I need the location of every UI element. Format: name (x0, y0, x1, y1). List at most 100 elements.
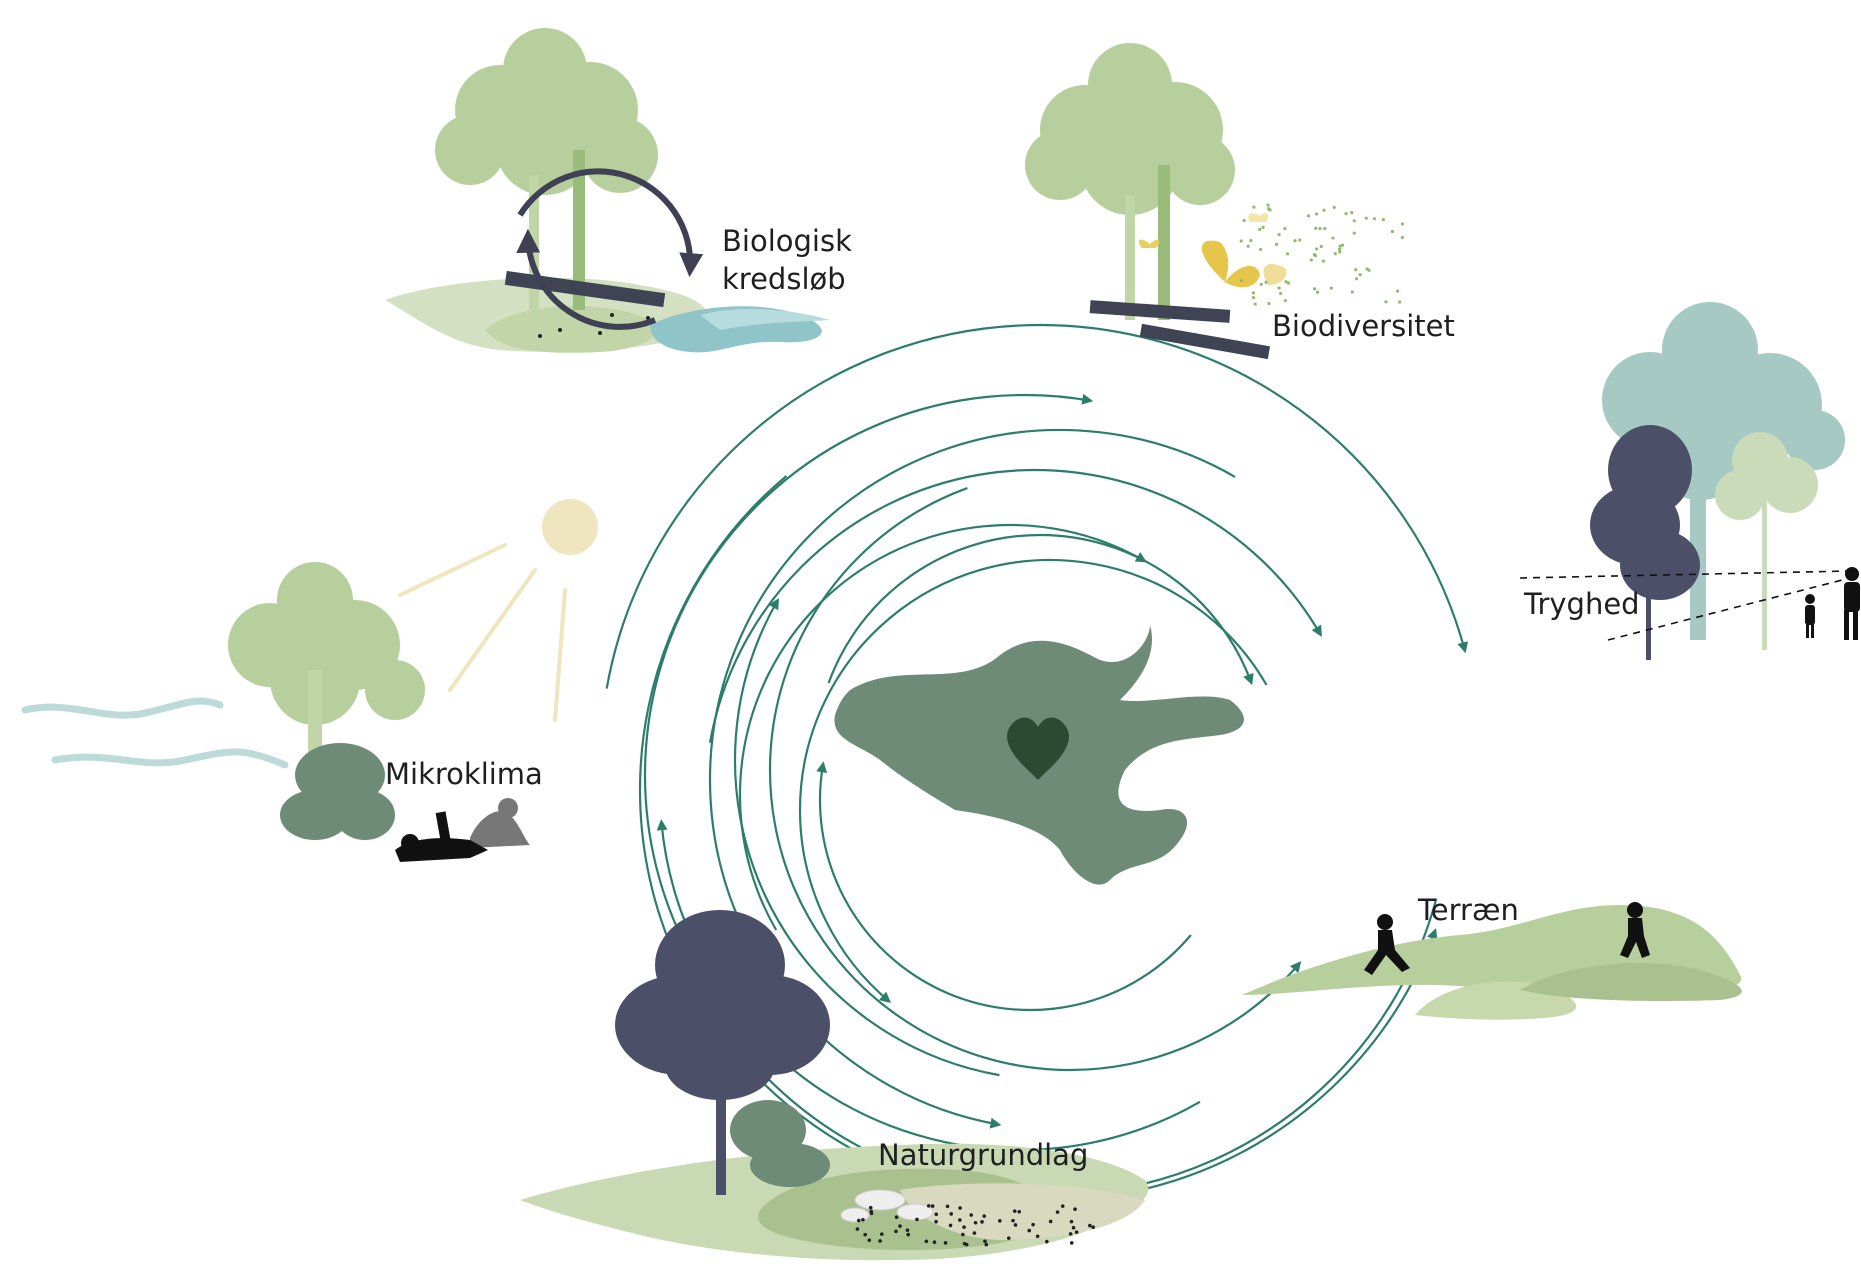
pollen-dot (1246, 244, 1250, 248)
person-icon (1805, 567, 1860, 640)
pollen-dot (1242, 218, 1246, 223)
tree-icon (435, 28, 658, 195)
pollen-dot (1278, 291, 1283, 296)
label-mikroklima: Mikroklima (385, 757, 543, 791)
pollen-dot (1258, 227, 1262, 231)
label-tryghed: Tryghed (1523, 587, 1640, 621)
pollen-dot (1395, 289, 1400, 293)
soil-dot (958, 1218, 962, 1222)
soil-dot (964, 1242, 969, 1247)
cycle-arrow (605, 323, 1469, 689)
pollen-dot (1319, 244, 1323, 249)
pollen-dot (1267, 207, 1271, 211)
pollen-dot (1323, 226, 1327, 231)
soil-dot (894, 1229, 898, 1234)
soil-dot (934, 1212, 939, 1217)
pollen-dot (1306, 214, 1311, 218)
soil-dot (906, 1232, 911, 1237)
trunk (1690, 440, 1706, 640)
soil-dot (973, 1220, 978, 1225)
pollen-dot (1350, 290, 1354, 294)
trunk (1125, 195, 1135, 320)
circular-arrows (605, 323, 1469, 1202)
soil-dot (867, 1238, 872, 1243)
pollen-dot (1321, 259, 1325, 263)
pollen-dot (1285, 252, 1290, 256)
soil-dot (943, 1241, 948, 1245)
cycle-arrow (733, 598, 1000, 1077)
soil-dot (855, 1227, 860, 1231)
pollen-dot (1277, 233, 1281, 237)
terraen-scene: Terræn (1242, 893, 1742, 1020)
cycle-arrow (643, 393, 1094, 966)
mikroklima-scene: Mikroklima (21, 499, 598, 862)
pollen-dot (1252, 205, 1256, 209)
pollen-dot (1350, 211, 1354, 215)
cycle-arrow (827, 533, 1254, 686)
pollen-dot (1314, 226, 1318, 230)
soil-dot (1073, 1207, 1077, 1211)
hill (1520, 962, 1742, 1001)
soil-dot (969, 1213, 973, 1217)
pollen-dot (1400, 222, 1405, 226)
pollen-dot (1333, 252, 1337, 256)
soil-dot (894, 1215, 899, 1219)
pollen-dot (1364, 216, 1368, 220)
soil-dot (1045, 1239, 1049, 1244)
soil-dot (983, 1239, 987, 1244)
pollen-dot (1264, 280, 1268, 284)
center-area (834, 625, 1244, 885)
pollen-dot (1365, 267, 1369, 271)
label-biologisk: Biologisk (722, 224, 852, 258)
soil-dot (926, 1204, 931, 1208)
pollen-dot (1337, 247, 1342, 251)
sightline (1607, 577, 1851, 641)
pollen-dot (1258, 247, 1263, 252)
soil-dot (880, 1232, 884, 1236)
label-kredslob: kredsløb (722, 262, 846, 296)
tree-icon (1590, 425, 1700, 600)
pollen-dot (1312, 252, 1317, 257)
pollen-dot (1344, 212, 1348, 216)
biodiversitet-scene: Biodiversitet (1025, 43, 1455, 360)
pollen-dot (1331, 236, 1335, 240)
soil-dot (905, 1228, 910, 1232)
soil-dot (1011, 1218, 1015, 1223)
pollen-dot (1313, 287, 1317, 291)
log (504, 270, 666, 308)
soil-dot (962, 1225, 966, 1229)
cycle-arrow (798, 558, 1268, 1003)
pollen-dot (1259, 282, 1263, 286)
pollen-dot (1315, 247, 1319, 251)
soil-dot (961, 1232, 965, 1237)
soil-dot (1069, 1241, 1074, 1245)
soil-dot (856, 1218, 861, 1223)
tree-icon (1025, 43, 1235, 215)
pollen-dot (1251, 291, 1255, 295)
label-naturgrundlag: Naturgrundlag (878, 1138, 1088, 1172)
soil-dot (1060, 1204, 1065, 1208)
label-terraen: Terræn (1417, 893, 1519, 927)
pollen-dot (1384, 300, 1388, 304)
soil-dot (924, 1239, 929, 1244)
soil-dot (1012, 1209, 1017, 1213)
pollen-dot (1358, 273, 1362, 277)
trunk (1646, 500, 1651, 660)
pollen-dot (1314, 212, 1319, 216)
wind-icon (21, 697, 289, 769)
soil-dot (1071, 1225, 1076, 1230)
trunk (573, 150, 585, 310)
pollen-dots (1239, 203, 1405, 306)
soil-dot (878, 1239, 882, 1243)
soil-dot (972, 1231, 977, 1235)
pollen-dot (1286, 281, 1290, 285)
log (1089, 300, 1231, 323)
soil-dot (982, 1214, 987, 1218)
soil-dot (1088, 1223, 1092, 1228)
tree-icon (730, 1100, 830, 1187)
pollen-dot (1352, 231, 1356, 235)
cycle-arrow (816, 761, 1192, 1012)
pollen-dot (1277, 286, 1281, 290)
pollen-dot (1338, 250, 1342, 254)
